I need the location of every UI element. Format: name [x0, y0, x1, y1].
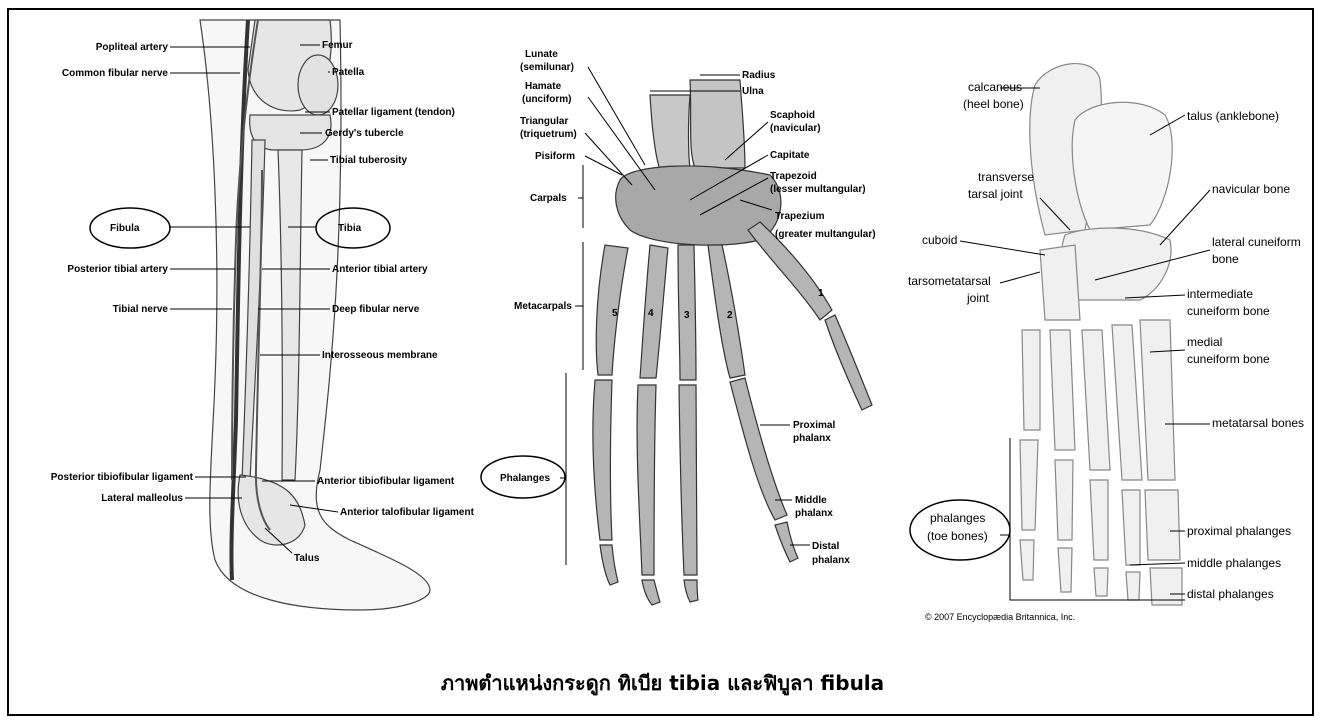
label-patellar-ligament: Patellar ligament (tendon) [332, 107, 455, 118]
label-talus: Talus [294, 553, 320, 564]
label-interosseous-membrane: Interosseous membrane [322, 350, 438, 361]
label-intermediate-cuneiform: intermediate [1187, 287, 1253, 301]
label-lunate: Lunate [525, 49, 558, 60]
label-anterior-talofibular-ligament: Anterior talofibular ligament [340, 507, 475, 518]
label-trapezoid: Trapezoid [770, 171, 817, 182]
label-proximal-phalanx-sub: phalanx [793, 433, 831, 444]
label-middle-phalanx: Middle [795, 495, 827, 506]
label-lunate-sub: (semilunar) [520, 62, 574, 73]
label-toe-phalanges-sub: (toe bones) [927, 529, 988, 543]
label-digit-3: 3 [684, 310, 690, 321]
label-posterior-tibiofibular-ligament: Posterior tibiofibular ligament [51, 472, 194, 483]
label-transverse-sub: tarsal joint [968, 187, 1023, 201]
label-femur: Femur [322, 40, 353, 51]
label-distal-phalanx: Distal [812, 541, 839, 552]
label-triangular: Triangular [520, 116, 568, 127]
label-lateral-cuneiform-sub: bone [1212, 252, 1239, 266]
label-middle-phalanx-sub: phalanx [795, 508, 833, 519]
label-ulna: Ulna [742, 86, 764, 97]
label-distal-phalanx-sub: phalanx [812, 555, 850, 566]
label-middle-phalanges: middle phalanges [1187, 556, 1281, 570]
label-trapezium: Trapezium [775, 211, 825, 222]
label-popliteal-artery: Popliteal artery [96, 42, 169, 53]
label-carpals: Carpals [530, 193, 567, 204]
label-talus-foot: talus (anklebone) [1187, 109, 1279, 123]
label-calcaneus: calcaneus [968, 80, 1022, 94]
label-proximal-phalanx: Proximal [793, 420, 835, 431]
label-pisiform: Pisiform [535, 151, 575, 162]
label-intermediate-cuneiform-sub: cuneiform bone [1187, 304, 1270, 318]
label-proximal-phalanges: proximal phalanges [1187, 524, 1291, 538]
figure-caption: ภาพตำแหน่งกระดูก ทิเบีย tibia และฟิบูลา … [0, 667, 1325, 699]
label-medial-cuneiform: medial [1187, 335, 1222, 349]
label-trapezium-sub: (greater multangular) [775, 229, 876, 240]
label-trapezoid-sub: (lesser multangular) [770, 184, 866, 195]
label-patella: Patella [332, 67, 365, 78]
label-fibula: Fibula [110, 223, 140, 234]
copyright-notice: © 2007 Encyclopædia Britannica, Inc. [925, 612, 1075, 622]
label-lateral-malleolus: Lateral malleolus [101, 493, 183, 504]
label-digit-2: 2 [727, 310, 733, 321]
label-digit-5: 5 [612, 308, 618, 319]
label-tarsometatarsal-sub: joint [966, 291, 990, 305]
label-common-fibular-nerve: Common fibular nerve [62, 68, 169, 79]
label-anterior-tibial-artery: Anterior tibial artery [332, 264, 428, 275]
label-radius: Radius [742, 70, 776, 81]
label-navicular: navicular bone [1212, 182, 1290, 196]
label-metacarpals: Metacarpals [514, 301, 572, 312]
label-tibial-tuberosity: Tibial tuberosity [330, 155, 407, 166]
label-hamate-sub: (unciform) [522, 94, 571, 105]
label-tarsometatarsal: tarsometatarsal [908, 274, 991, 288]
label-calcaneus-sub: (heel bone) [963, 97, 1024, 111]
hand-illustration [593, 80, 872, 605]
label-scaphoid-sub: (navicular) [770, 123, 821, 134]
label-tibial-nerve: Tibial nerve [113, 304, 169, 315]
label-capitate: Capitate [770, 150, 810, 161]
label-hamate: Hamate [525, 81, 562, 92]
label-deep-fibular-nerve: Deep fibular nerve [332, 304, 420, 315]
foot-illustration [1020, 64, 1182, 605]
label-posterior-tibial-artery: Posterior tibial artery [67, 264, 168, 275]
label-lateral-cuneiform: lateral cuneiform [1212, 235, 1301, 249]
label-digit-4: 4 [648, 308, 654, 319]
label-triangular-sub: (triquetrum) [520, 129, 577, 140]
label-digit-1: 1 [818, 288, 824, 299]
label-toe-phalanges: phalanges [930, 511, 985, 525]
label-medial-cuneiform-sub: cuneiform bone [1187, 352, 1270, 366]
label-metatarsal: metatarsal bones [1212, 416, 1304, 430]
label-distal-phalanges: distal phalanges [1187, 587, 1274, 601]
label-phalanges: Phalanges [500, 473, 550, 484]
label-cuboid: cuboid [922, 233, 957, 247]
label-anterior-tibiofibular-ligament: Anterior tibiofibular ligament [317, 476, 455, 487]
label-gerdys-tubercle: Gerdy's tubercle [325, 128, 404, 139]
label-tibia: Tibia [338, 223, 362, 234]
label-scaphoid: Scaphoid [770, 110, 815, 121]
label-transverse: transverse [978, 170, 1034, 184]
